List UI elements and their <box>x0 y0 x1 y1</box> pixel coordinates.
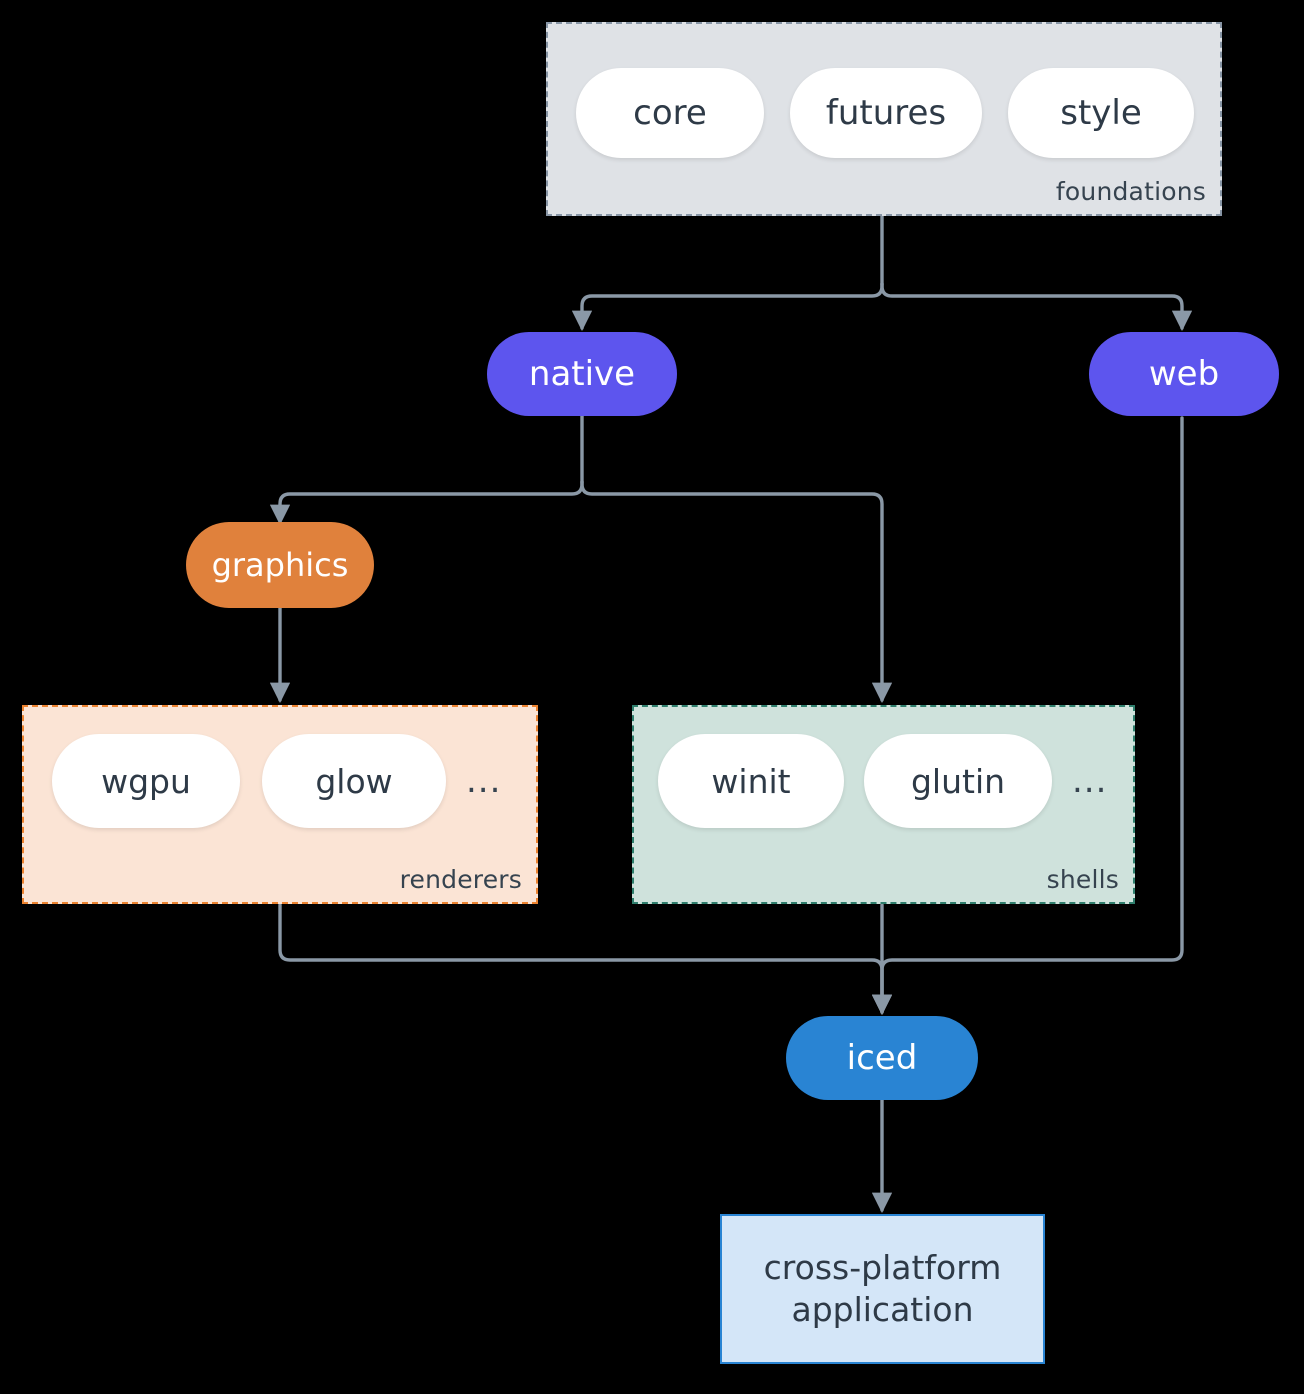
shells-ellipsis: ... <box>1072 760 1108 801</box>
node-core[interactable]: core <box>576 68 764 158</box>
node-application[interactable]: cross-platform application <box>720 1214 1045 1364</box>
foundations-members: core futures style <box>576 68 1194 158</box>
node-glow[interactable]: glow <box>262 734 446 828</box>
renderers-ellipsis: ... <box>466 760 502 801</box>
edge-native-to-shells <box>580 480 893 704</box>
node-glow-label: glow <box>315 761 393 801</box>
node-wgpu[interactable]: wgpu <box>52 734 240 828</box>
group-shells-label: shells <box>1046 865 1119 894</box>
node-style[interactable]: style <box>1008 68 1194 158</box>
edge-foundations-to-native <box>571 282 884 332</box>
node-web[interactable]: web <box>1089 332 1279 416</box>
node-futures-label: futures <box>825 93 947 133</box>
group-foundations-label: foundations <box>1055 177 1206 206</box>
node-application-line1: cross-platform <box>763 1247 1002 1287</box>
node-application-line2: application <box>791 1290 974 1329</box>
group-foundations: core futures style foundations <box>546 22 1222 216</box>
edge-native-to-graphics <box>269 480 584 526</box>
node-futures[interactable]: futures <box>790 68 982 158</box>
node-native-label: native <box>528 354 636 394</box>
node-web-label: web <box>1148 354 1220 394</box>
node-glutin[interactable]: glutin <box>864 734 1052 828</box>
node-graphics[interactable]: graphics <box>186 522 374 608</box>
node-core-label: core <box>633 93 707 133</box>
node-wgpu-label: wgpu <box>101 761 191 801</box>
node-iced[interactable]: iced <box>786 1016 978 1100</box>
renderers-members: wgpu glow ... <box>52 734 509 828</box>
group-renderers: wgpu glow ... renderers <box>22 705 538 904</box>
edge-foundations-to-web <box>880 282 1193 332</box>
node-winit[interactable]: winit <box>658 734 844 828</box>
group-renderers-label: renderers <box>399 865 522 894</box>
node-application-text: cross-platform application <box>764 1247 1002 1331</box>
node-style-label: style <box>1060 93 1142 133</box>
node-native[interactable]: native <box>487 332 677 416</box>
node-glutin-label: glutin <box>910 761 1006 801</box>
node-iced-label: iced <box>846 1038 918 1078</box>
shells-members: winit glutin ... <box>658 734 1115 828</box>
edge-renderers-to-iced <box>278 903 893 1016</box>
group-shells: winit glutin ... shells <box>632 705 1135 904</box>
node-winit-label: winit <box>711 761 791 801</box>
node-graphics-label: graphics <box>211 546 349 584</box>
